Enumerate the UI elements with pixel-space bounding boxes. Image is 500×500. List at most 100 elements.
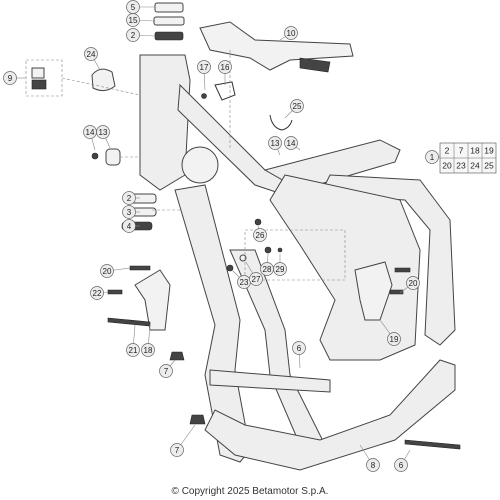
callout-label: 3 <box>127 208 132 217</box>
callout-label: 6 <box>297 344 302 353</box>
callout-bubble <box>197 60 211 74</box>
callout-12: 13 <box>268 136 282 156</box>
callout-label: 14 <box>287 139 296 148</box>
grid-cell: 25 <box>484 161 494 171</box>
callout-33: 6 <box>394 449 411 472</box>
callout-5: 24 <box>84 47 101 71</box>
callout-18: 26 <box>253 225 267 242</box>
callout-14: 1 <box>425 150 440 164</box>
callout-13: 14 <box>284 136 301 151</box>
callout-16: 3 <box>122 205 140 219</box>
callout-label: 17 <box>200 63 209 72</box>
callout-bubble <box>126 343 140 357</box>
part-10-strip <box>299 57 331 73</box>
grid-cell: 19 <box>484 146 494 156</box>
grid-cell: 7 <box>459 146 464 156</box>
copyright-text: © Copyright 2025 Betamotor S.p.A. <box>172 486 329 497</box>
guide-line-2 <box>244 229 346 281</box>
part-1-reference-grid <box>439 142 497 174</box>
callout-label: 20 <box>103 267 112 276</box>
part-9-piece-b <box>31 79 47 90</box>
frame-bottom-cradle <box>204 359 456 471</box>
callout-25: 22 <box>90 286 109 300</box>
part-24-drawing <box>91 68 116 92</box>
callout-bubble <box>122 205 136 219</box>
callout-label: 29 <box>276 265 285 274</box>
callout-label: 24 <box>87 50 96 59</box>
callout-bubble <box>100 264 114 278</box>
callout-3: 2 <box>126 28 156 42</box>
part-2-top-drawing <box>154 31 184 41</box>
part-14-drawing <box>91 152 99 160</box>
part-17-drawing <box>201 93 207 99</box>
callout-label: 18 <box>144 346 153 355</box>
frame-cross-brace <box>209 369 331 393</box>
callout-label: 26 <box>256 231 265 240</box>
callout-label: 19 <box>390 335 399 344</box>
part-15-drawing <box>153 16 185 26</box>
part-5-drawing <box>154 2 184 13</box>
callout-label: 7 <box>175 446 180 455</box>
callout-label: 9 <box>8 74 13 83</box>
callout-label: 28 <box>263 265 272 274</box>
callout-label: 10 <box>287 29 296 38</box>
part-26-drawing <box>254 218 262 226</box>
grid-cell: 18 <box>470 146 480 156</box>
callout-label: 13 <box>271 139 280 148</box>
callout-22: 29 <box>273 254 287 276</box>
callout-11: 13 <box>96 125 111 149</box>
nut-7-lower <box>189 414 206 425</box>
callout-label: 15 <box>129 16 138 25</box>
callout-21: 28 <box>260 253 274 276</box>
grid-cell: 2 <box>445 146 450 156</box>
callout-bubble <box>96 125 110 139</box>
spine-cutout <box>181 146 219 184</box>
callout-bubble <box>253 228 267 242</box>
part-9-piece-a <box>31 67 45 79</box>
bolt-22 <box>107 289 123 295</box>
callout-label: 16 <box>221 63 230 72</box>
guide-line-3 <box>61 77 141 96</box>
callout-28: 19 <box>379 319 401 346</box>
callout-20: 27 <box>245 261 263 286</box>
callout-bubble <box>90 286 104 300</box>
callout-bubble <box>387 332 401 346</box>
grid-cell: 23 <box>456 161 466 171</box>
callout-bubble <box>84 47 98 61</box>
callout-26: 21 <box>126 324 140 357</box>
callout-17: 4 <box>122 219 140 233</box>
callout-30: 7 <box>159 359 176 378</box>
bolt-20-right-lower <box>389 289 404 295</box>
callout-bubble <box>126 28 140 42</box>
bolt-20-left <box>129 265 151 271</box>
callout-label: 1 <box>430 153 435 162</box>
callout-bubble <box>126 13 140 27</box>
callout-label: 22 <box>93 289 102 298</box>
callout-2: 15 <box>126 13 155 27</box>
part-13-drawing <box>105 148 121 166</box>
callout-label: 2 <box>127 194 132 203</box>
callout-7: 17 <box>197 60 211 91</box>
part-25-drawing <box>269 114 293 131</box>
callout-24: 20 <box>399 276 420 294</box>
callout-9: 25 <box>284 99 304 119</box>
callout-10: 14 <box>83 125 97 151</box>
callout-15: 2 <box>122 191 140 205</box>
callout-23: 20 <box>100 264 131 278</box>
callout-bubble <box>366 458 380 472</box>
callout-bubble <box>425 150 439 164</box>
part-27-drawing <box>239 254 247 262</box>
callout-bubble <box>284 26 298 40</box>
grid-cell: 24 <box>470 161 480 171</box>
callout-label: 7 <box>164 367 169 376</box>
callout-bubble <box>290 99 304 113</box>
callout-bubble <box>122 191 136 205</box>
callout-label: 21 <box>129 346 138 355</box>
callout-label: 25 <box>293 102 302 111</box>
callout-29: 6 <box>292 341 306 369</box>
callout-19: 23 <box>231 269 251 289</box>
grid-cell: 20 <box>442 161 452 171</box>
callout-bubble <box>170 443 184 457</box>
